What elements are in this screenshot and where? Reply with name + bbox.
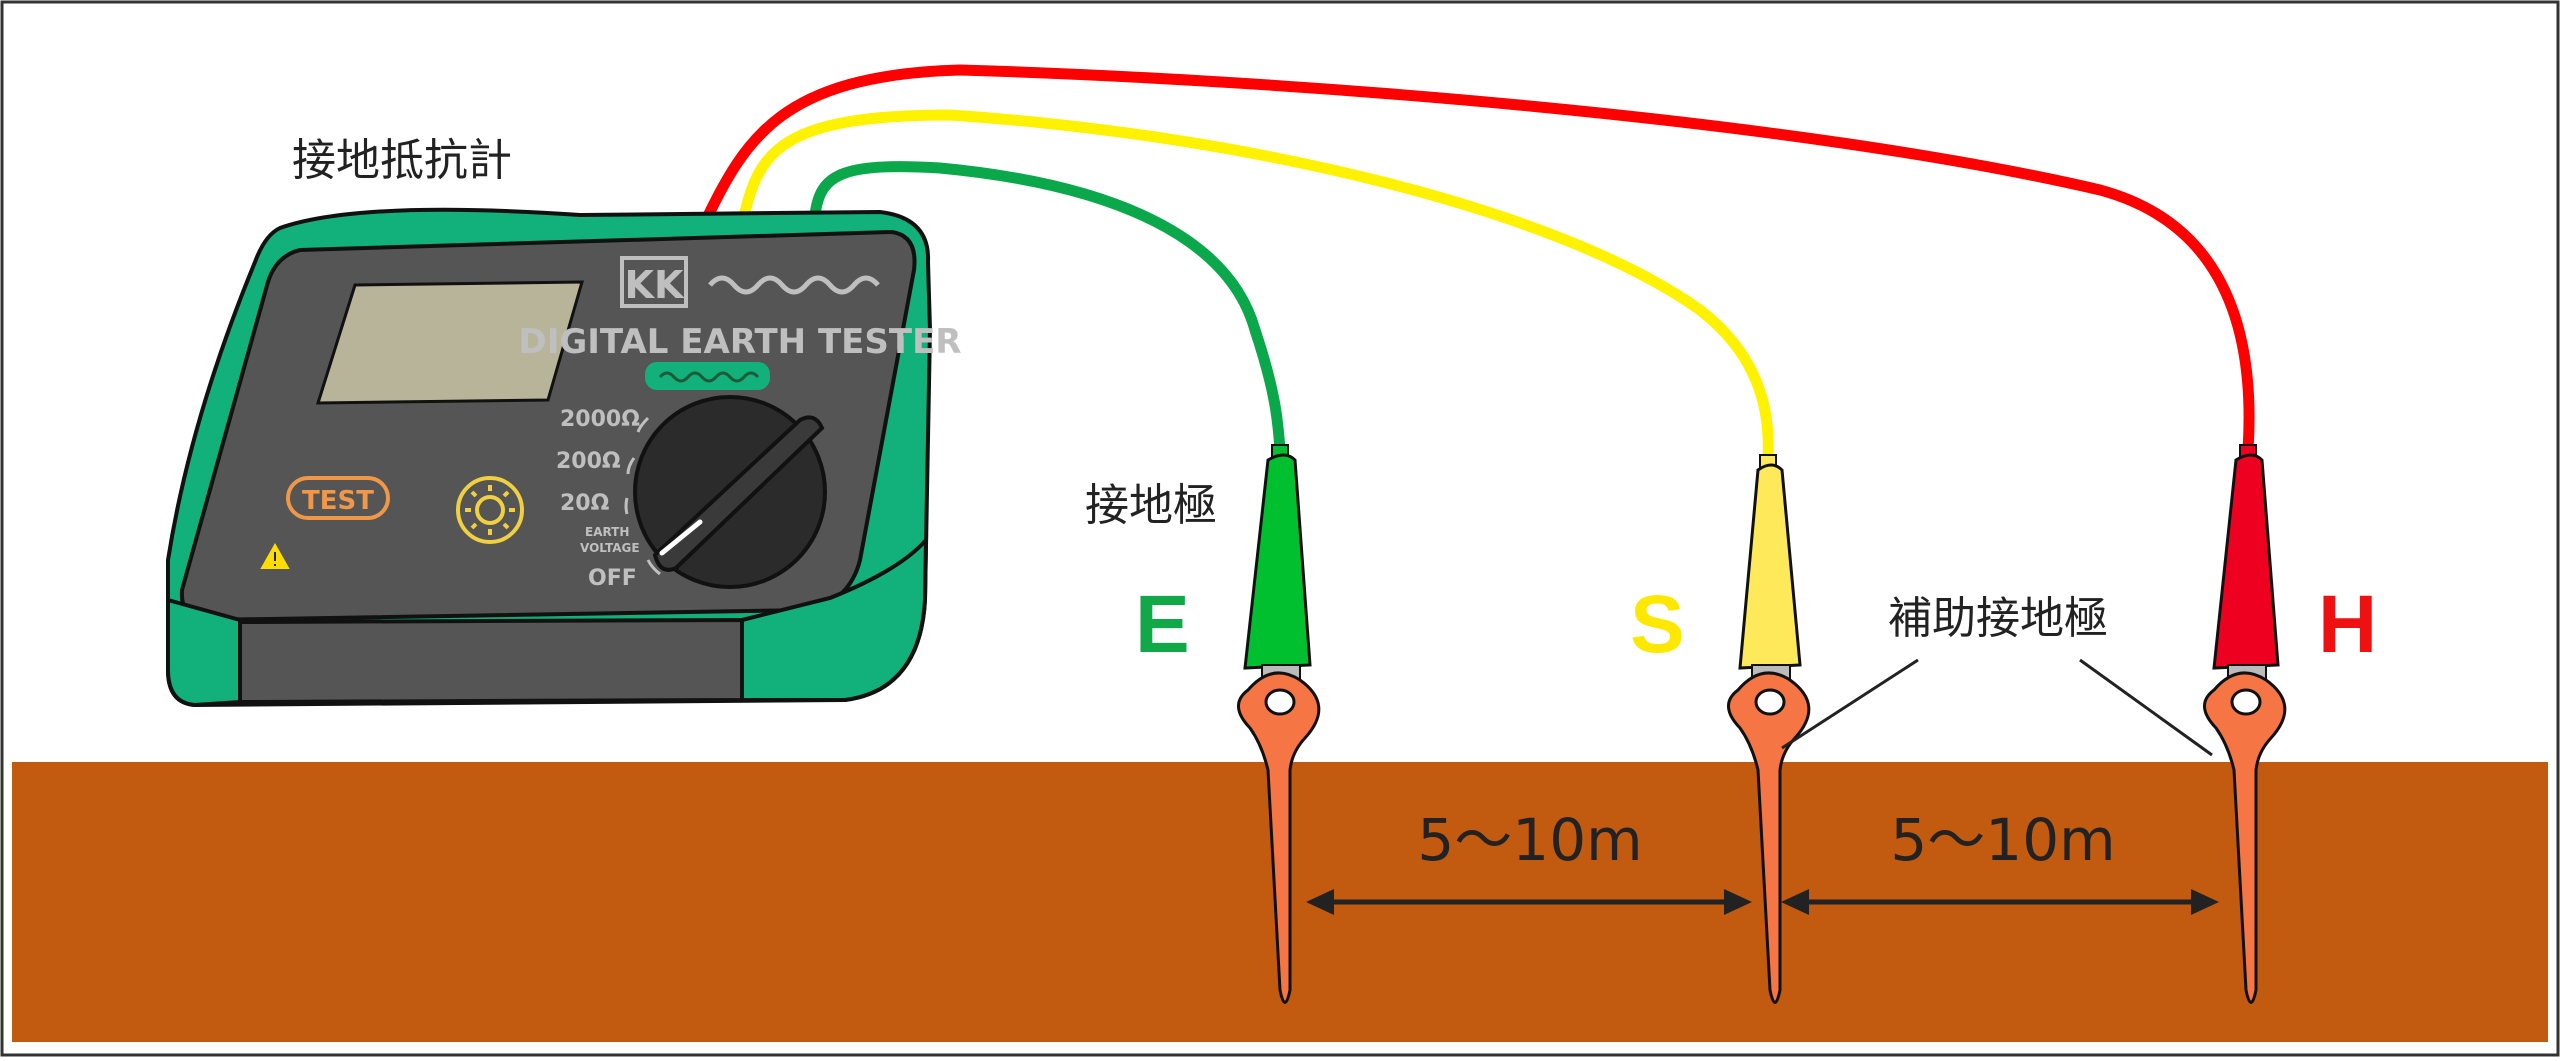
auxiliary-leader-line-h <box>2079 658 2213 757</box>
range-selector-dial[interactable] <box>633 395 827 589</box>
e-clip <box>1243 453 1312 670</box>
dial-pointer-marker <box>659 519 703 556</box>
range-20-label: 20Ω <box>560 491 610 516</box>
terminal-e-label: E <box>1135 579 1190 670</box>
e-electrode <box>1237 444 1321 1004</box>
earth-voltage-label-1: EARTH <box>585 525 629 539</box>
tester-bottom-band <box>238 617 744 705</box>
earth-voltage-label-2: VOLTAGE <box>580 541 640 555</box>
terminal-s-label: S <box>1630 579 1685 670</box>
h-electrode <box>2203 444 2287 1004</box>
dial-pointer-handle <box>652 415 825 572</box>
dial-tick <box>624 497 629 515</box>
tester-label: 接地抵抗計 <box>292 135 512 186</box>
e-wire <box>809 161 1286 456</box>
test-button[interactable]: TEST <box>286 476 390 520</box>
brand-logo-text: KK <box>625 263 685 307</box>
terminal-h-label: H <box>2318 579 2377 670</box>
distance-arrow-e-s <box>1306 889 1752 915</box>
distance-arrow-s-h <box>1781 889 2219 915</box>
range-2000-label: 2000Ω <box>560 407 640 432</box>
test-button-label: TEST <box>302 486 374 516</box>
warning-icon <box>260 542 290 569</box>
dial-tick <box>636 416 650 433</box>
h-wire <box>699 64 2255 456</box>
auxiliary-electrode-label: 補助接地極 <box>1888 593 2108 644</box>
range-200-label: 200Ω <box>556 449 621 474</box>
dial-tick <box>646 559 661 576</box>
auxiliary-leader-line-s <box>1781 658 1919 750</box>
h-clip <box>2212 453 2280 670</box>
s-clip <box>1738 463 1802 670</box>
dial-tick <box>626 457 636 475</box>
model-label: DIGITAL EARTH TESTER <box>519 322 962 362</box>
brand-wave-mark <box>708 275 880 295</box>
s-electrode <box>1727 454 1811 1004</box>
earth-resistance-tester: KK DIGITAL EARTH TESTER 2000Ω 200Ω 20Ω E… <box>166 207 962 708</box>
brand-logo: KK <box>620 256 688 308</box>
earth-electrode-label: 接地極 <box>1085 480 1217 531</box>
distance-label-s-h: 5～10m <box>1890 806 2115 874</box>
distance-label-e-s: 5～10m <box>1417 806 1642 874</box>
off-label: OFF <box>588 566 637 591</box>
badge-wave-mark <box>658 371 760 383</box>
s-stake <box>1727 671 1811 1004</box>
e-stake <box>1237 671 1321 1004</box>
backlight-icon[interactable] <box>456 476 524 544</box>
h-stake <box>2203 671 2287 1004</box>
model-badge <box>645 362 770 390</box>
lcd-screen <box>315 280 585 405</box>
s-wire <box>739 109 1774 466</box>
tester-corner-right <box>740 534 929 702</box>
tester-corner-left <box>166 597 242 708</box>
